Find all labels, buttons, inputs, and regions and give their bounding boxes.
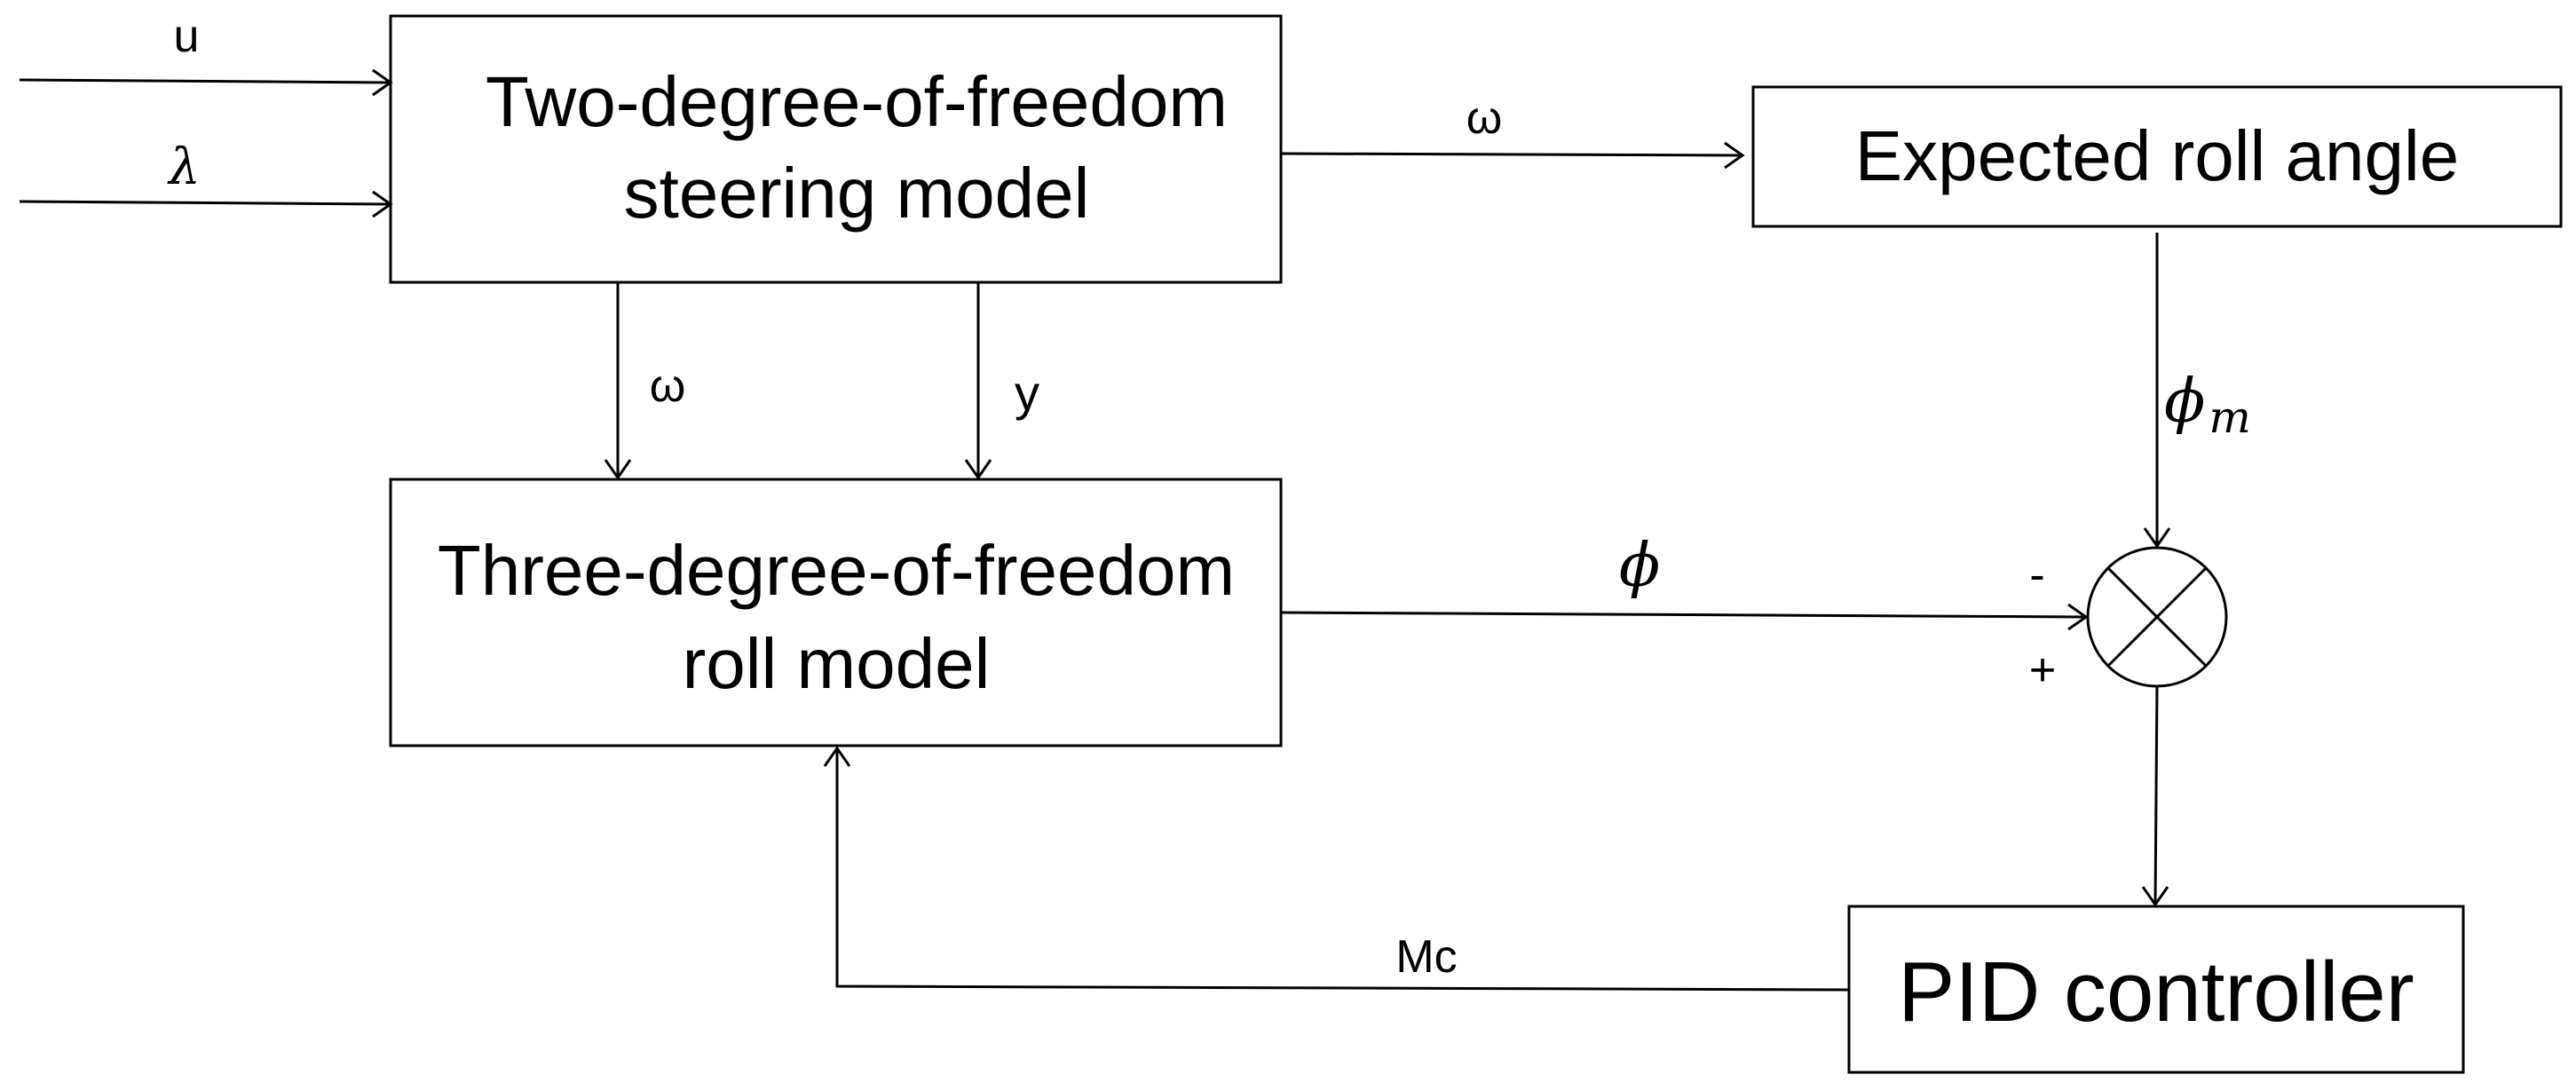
- y-to-roll-arrow: [964, 282, 992, 480]
- phi-m-arrow: [2143, 233, 2171, 549]
- input-u-arrow: [19, 68, 393, 97]
- input-u-label: u: [174, 11, 200, 62]
- phi-m-label: ϕm: [2164, 367, 2251, 443]
- steering-model-block: [389, 14, 1283, 284]
- omega-to-roll-arrow: [604, 282, 632, 480]
- summing-junction: [2086, 546, 2228, 688]
- omega-to-roll-label: ω: [650, 360, 686, 412]
- roll-model-label-line2: roll model: [683, 624, 991, 703]
- y-to-roll-label: y: [1015, 365, 1039, 421]
- phi-arrow: [1280, 603, 2089, 631]
- pid-controller-label: PID controller: [1898, 945, 2414, 1040]
- mc-feedback-arrow: [823, 746, 1850, 992]
- expected-roll-angle-label: Expected roll angle: [1855, 116, 2459, 195]
- steering-model-label-line2: steering model: [624, 154, 1090, 233]
- mc-label: Mc: [1395, 931, 1457, 983]
- roll-model-block: [389, 478, 1283, 747]
- plus-sign-label: +: [2029, 644, 2056, 696]
- input-lambda-label: λ: [167, 138, 201, 196]
- expected-roll-angle-block: [1751, 85, 2563, 228]
- roll-model-label-line1: Three-degree-of-freedom: [438, 531, 1235, 610]
- omega-to-expected-label: ω: [1466, 92, 1503, 144]
- steering-model-label-line1: Two-degree-of-freedom: [486, 62, 1228, 141]
- omega-to-expected-arrow: [1280, 141, 1745, 170]
- error-to-pid-arrow: [2141, 685, 2169, 907]
- input-lambda-arrow: [19, 190, 393, 218]
- phi-m-symbol: ϕ: [2164, 367, 2205, 437]
- minus-sign-label: -: [2029, 549, 2044, 601]
- pid-controller-block: [1847, 905, 2465, 1074]
- phi-label: ϕ: [1619, 531, 1660, 601]
- phi-m-subscript: m: [2209, 391, 2250, 443]
